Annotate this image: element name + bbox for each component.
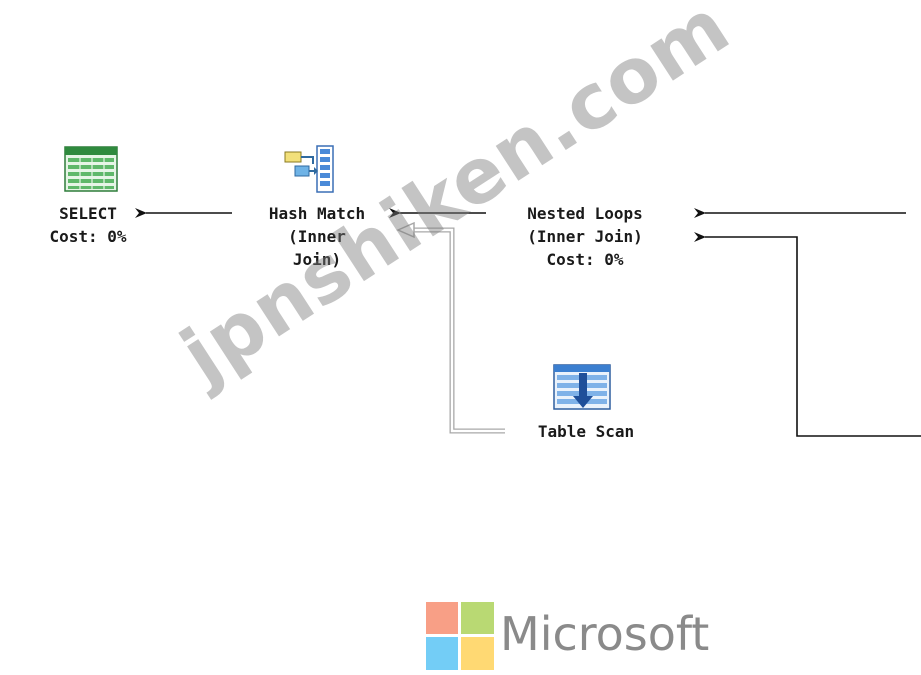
- hash-match-icon: [284, 145, 334, 193]
- hash-match-line2: (Inner: [288, 227, 346, 246]
- microsoft-wordmark: Microsoft: [500, 607, 710, 661]
- nested-loops-node-label: Nested Loops (Inner Join) Cost: 0%: [490, 202, 680, 271]
- edge-right-to-nested-bottom: [694, 232, 921, 437]
- select-node-label: SELECT Cost: 0%: [18, 202, 158, 248]
- select-cost: Cost: 0%: [49, 227, 127, 246]
- hash-match-node-label: Hash Match (Inner Join): [236, 202, 398, 271]
- table-scan-title: Table Scan: [537, 422, 635, 441]
- select-title: SELECT: [59, 204, 117, 223]
- logo-tile-red: [426, 602, 458, 634]
- table-scan-node-label: Table Scan: [506, 420, 666, 443]
- nested-loops-line2: (Inner Join): [527, 227, 643, 246]
- table-scan-icon: [553, 364, 611, 410]
- microsoft-logo: Microsoft: [426, 602, 726, 670]
- nested-loops-cost: Cost: 0%: [546, 250, 624, 269]
- logo-tile-green: [461, 602, 494, 634]
- nested-loops-title: Nested Loops: [527, 204, 643, 223]
- hash-match-line3: Join): [292, 250, 342, 269]
- edge-tablescan-to-hash: [396, 221, 505, 434]
- hash-match-title: Hash Match: [268, 204, 366, 223]
- select-icon: [64, 146, 118, 192]
- logo-tile-yellow: [461, 637, 494, 670]
- microsoft-logo-tiles-icon: [426, 602, 494, 670]
- logo-tile-blue: [426, 637, 458, 670]
